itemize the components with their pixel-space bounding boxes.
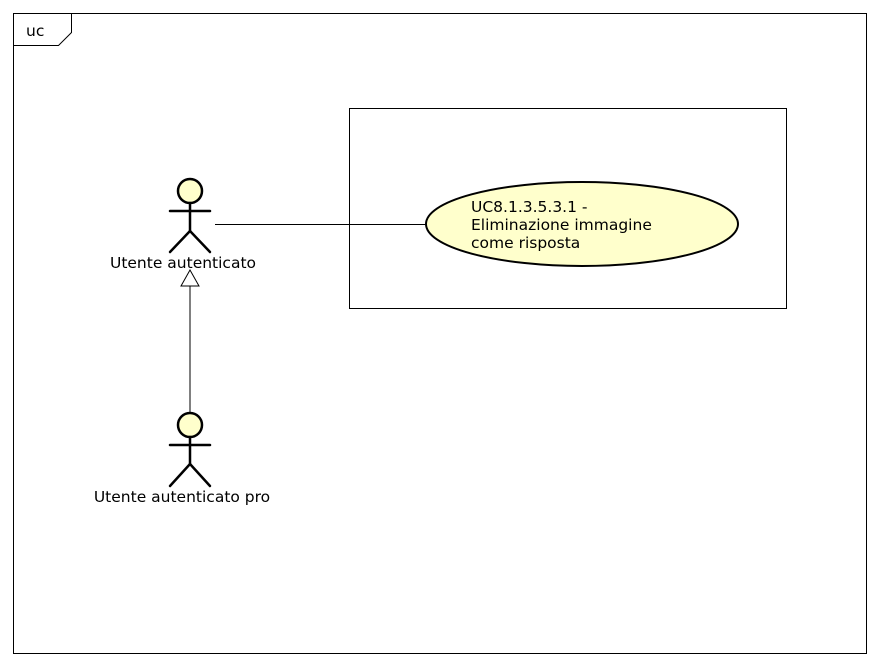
stick-figure-actor-icon bbox=[168, 411, 212, 488]
stick-figure-actor-icon bbox=[168, 177, 212, 254]
use-case-line-1: UC8.1.3.5.3.1 - bbox=[471, 198, 588, 216]
actor-label: Utente autenticato bbox=[110, 254, 256, 272]
use-case-line-2: Eliminazione immagine bbox=[471, 216, 652, 234]
actor-utente-autenticato-pro[interactable]: Utente autenticato pro bbox=[94, 411, 270, 506]
use-case-line-3: come risposta bbox=[471, 234, 580, 252]
use-case-uc8-1-3-5-3-1[interactable]: UC8.1.3.5.3.1 - Eliminazione immagine co… bbox=[425, 181, 739, 267]
actor-utente-autenticato[interactable]: Utente autenticato bbox=[110, 177, 256, 272]
frame-label: uc bbox=[26, 22, 44, 40]
actor-label: Utente autenticato pro bbox=[94, 488, 270, 506]
generalization-arrow bbox=[180, 268, 200, 412]
